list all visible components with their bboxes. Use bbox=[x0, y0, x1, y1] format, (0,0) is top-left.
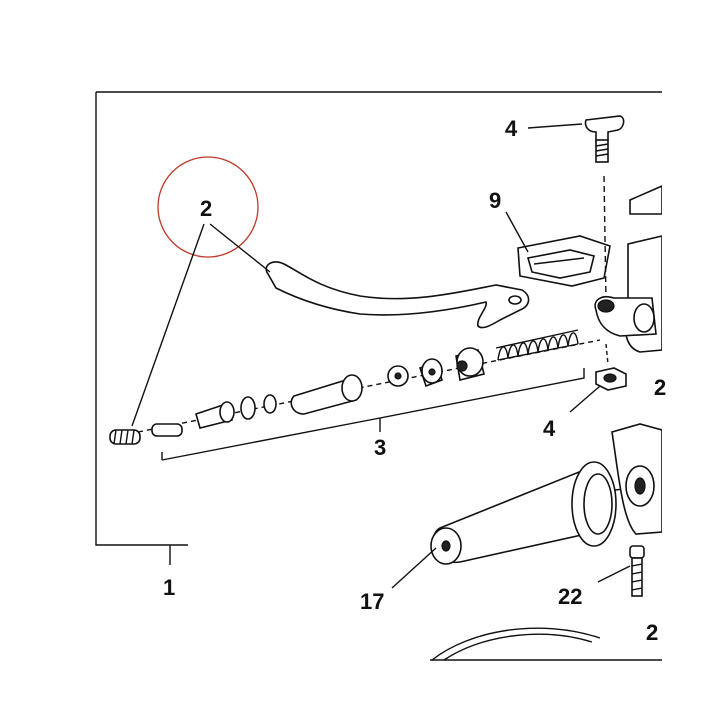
piston bbox=[290, 379, 358, 415]
crop-mask bbox=[662, 0, 720, 720]
handlebar-grip bbox=[430, 461, 663, 565]
cable-arc bbox=[431, 627, 601, 661]
callout-22: 22 bbox=[558, 584, 582, 609]
seal-ring bbox=[240, 396, 256, 420]
callout-1: 1 bbox=[163, 575, 175, 600]
callout-2-bottom: 2 bbox=[646, 620, 658, 645]
callout-2: 2 bbox=[200, 196, 212, 221]
callout-2-bottom-visible: 2 bbox=[646, 620, 658, 645]
return-spring bbox=[495, 329, 579, 361]
push-rod bbox=[151, 423, 183, 437]
o-ring bbox=[263, 394, 277, 414]
leader-lines bbox=[131, 123, 631, 589]
assembly-frame bbox=[95, 91, 662, 565]
highlight-circle bbox=[157, 156, 259, 258]
small-spring bbox=[109, 429, 141, 445]
callout-2-edge-visible: 2 bbox=[654, 375, 666, 400]
pivot-bolt-top bbox=[584, 115, 625, 301]
reservoir-cap-part bbox=[517, 235, 611, 287]
callout-3: 3 bbox=[374, 435, 386, 460]
handlebar-clamp bbox=[611, 423, 663, 535]
callout-4-bottom: 4 bbox=[543, 416, 556, 441]
piston-assembly bbox=[109, 329, 601, 461]
callout-4-top: 4 bbox=[505, 116, 518, 141]
pivot-nut bbox=[595, 343, 627, 391]
brake-lever bbox=[265, 261, 530, 329]
clamp-bolt bbox=[629, 545, 645, 597]
master-cylinder-body bbox=[594, 184, 663, 353]
callout-17: 17 bbox=[360, 589, 384, 614]
callout-9: 9 bbox=[489, 188, 501, 213]
